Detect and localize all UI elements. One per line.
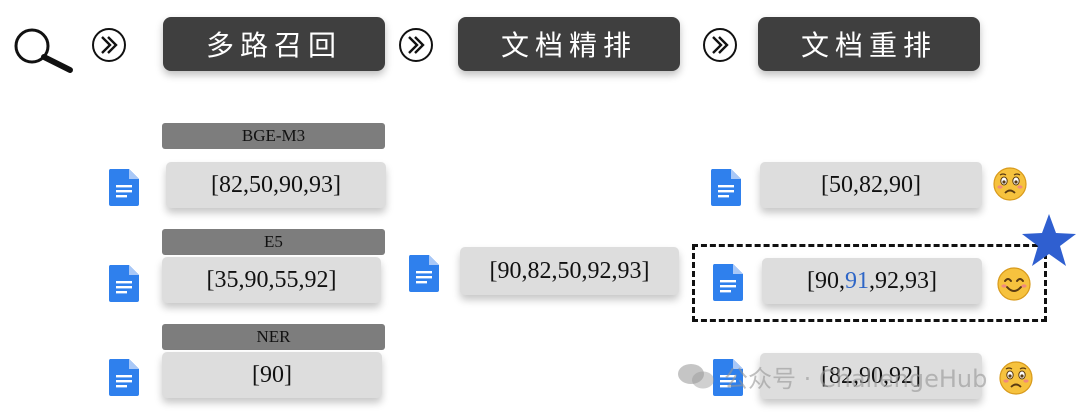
- worried-face-icon: [993, 167, 1027, 201]
- worried-face-icon: [999, 361, 1033, 395]
- recall-list-ner: [90]: [162, 352, 382, 398]
- double-chevron-right-icon: [399, 28, 433, 62]
- recall-list-bge-m3: [82,50,90,93]: [166, 162, 386, 208]
- model-tag-e5: E5: [162, 229, 385, 255]
- stage-doc-reranking: 文档重排: [758, 17, 980, 71]
- rerank-list-2-prefix: [90,: [807, 267, 845, 294]
- rank-list: [90,82,50,92,93]: [460, 247, 679, 295]
- document-icon: [108, 359, 139, 396]
- wechat-icon: [678, 364, 714, 389]
- document-icon: [710, 169, 741, 206]
- watermark-text: 公众号 · ChallengeHub: [724, 364, 988, 393]
- double-chevron-right-icon: [703, 28, 737, 62]
- rerank-list-2: [90,91,92,93]: [762, 258, 982, 304]
- rerank-list-2-suffix: ,92,93]: [869, 267, 937, 294]
- model-tag-bge-m3: BGE-M3: [162, 123, 385, 149]
- smiling-face-icon: [997, 267, 1031, 301]
- stage-multi-recall: 多路召回: [163, 17, 385, 71]
- star-icon: [1022, 214, 1076, 266]
- rerank-list-1: [50,82,90]: [760, 162, 982, 208]
- rerank-list-3: [82,90,92]: [760, 353, 982, 399]
- document-icon: [108, 265, 139, 302]
- search-icon: [14, 28, 73, 73]
- recall-list-e5: [35,90,55,92]: [162, 257, 381, 303]
- document-icon: [408, 255, 439, 292]
- rerank-new-item: 91: [845, 267, 869, 294]
- double-chevron-right-icon: [92, 28, 126, 62]
- best-result-frame: [692, 244, 1047, 322]
- model-tag-ner: NER: [162, 324, 385, 350]
- stage-doc-ranking: 文档精排: [458, 17, 680, 71]
- watermark: 公众号 · ChallengeHub: [676, 356, 987, 396]
- document-icon: [712, 359, 743, 396]
- document-icon: [108, 169, 139, 206]
- document-icon: [712, 264, 743, 301]
